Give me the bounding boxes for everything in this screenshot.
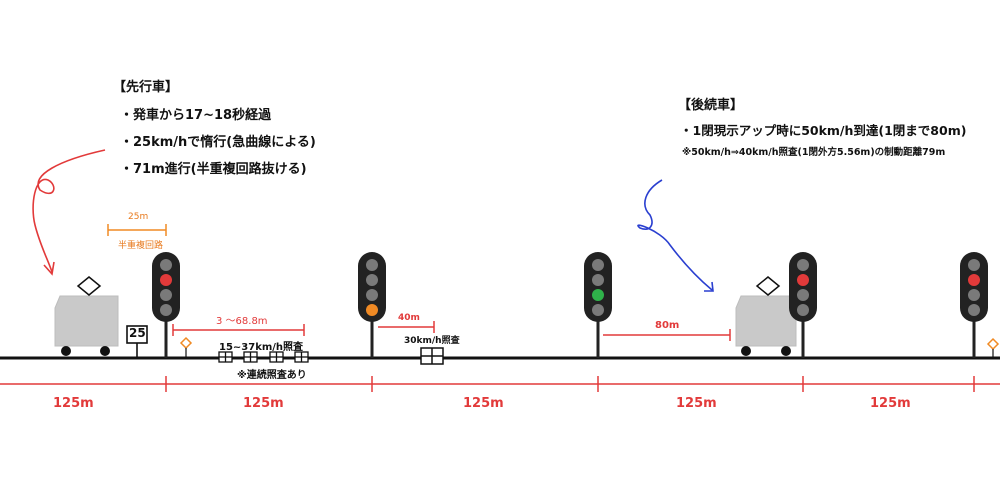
signal-2-lamp-3 (366, 289, 378, 301)
leading-train-arrow (32, 149, 106, 273)
leading-train-line-1: ・発車から17~18秒経過 (120, 108, 272, 123)
half-overlap-length: 25m (128, 212, 149, 222)
signal-4 (789, 252, 817, 358)
gap-80m-label: 80m (655, 320, 680, 331)
leading-train-title: 【先行車】 (113, 80, 179, 95)
leading-train-line-2: ・25km/hで惰行(急曲線による) (120, 135, 316, 150)
block-distance-3: 125m (463, 396, 504, 411)
block-distance-5: 125m (870, 396, 911, 411)
marker-2 (986, 337, 1000, 351)
check-30-label: 30km/h照査 (404, 336, 460, 346)
signal-5-lamp-2 (968, 274, 980, 286)
signal-5-lamp-1 (968, 259, 980, 271)
continuous-check-range (172, 324, 305, 336)
speed-limit-value: 25 (129, 326, 146, 340)
signal-1-lamp-3 (160, 289, 172, 301)
continuous-range-label: 3 ～68.8m (216, 316, 268, 327)
signal-4-body (789, 252, 817, 322)
signal-5-lamp-4 (968, 304, 980, 316)
block-distance-2: 125m (243, 396, 284, 411)
leading-train-arrowhead (43, 261, 55, 276)
following-train-line: ・1閉現示アップ時に50km/h到達(1閉まで80m) (680, 123, 967, 138)
range-80m (603, 329, 731, 341)
signal-1-lamp-2 (160, 274, 172, 286)
block-distance-1: 125m (53, 396, 94, 411)
continuous-check-label: 15~37km/h照査 (219, 342, 304, 353)
signal-3-lamp-2 (592, 274, 604, 286)
following-train-arrow (637, 179, 713, 291)
signal-1-body (152, 252, 180, 322)
signal-2 (358, 252, 386, 358)
signal-2-lamp-2 (366, 274, 378, 286)
signal-2-body (358, 252, 386, 322)
signal-4-lamp-1 (797, 259, 809, 271)
leading-train-line-3: ・71m進行(半重複回路抜ける) (120, 162, 307, 177)
signal-4-lamp-4 (797, 304, 809, 316)
signal-3-lamp-4 (592, 304, 604, 316)
signal-4-lamp-3 (797, 289, 809, 301)
signal-3-lamp-1 (592, 259, 604, 271)
block-distance-4: 125m (676, 396, 717, 411)
signal-5 (960, 252, 988, 358)
signal-3 (584, 252, 612, 358)
signal-1-lamp-4 (160, 304, 172, 316)
following-train-arrowhead (704, 281, 714, 292)
half-overlap-label: 半重複回路 (118, 241, 164, 251)
signal-5-body (960, 252, 988, 322)
signal-2-lamp-1 (366, 259, 378, 271)
signal-5-lamp-3 (968, 289, 980, 301)
signal-1-lamp-1 (160, 259, 172, 271)
following-train-note: ※50km/h⇒40km/h照査(1閉外方5.56m)の制動距離79m (682, 147, 946, 158)
continuous-check-note: ※連続照査あり (237, 370, 307, 381)
beacon-30 (420, 347, 444, 365)
signal-3-lamp-3 (592, 289, 604, 301)
speed-limit-sign (126, 325, 148, 358)
range-40m (378, 321, 435, 333)
range-40m-label: 40m (398, 313, 420, 323)
signal-1 (152, 252, 180, 358)
signal-3-body (584, 252, 612, 322)
signal-2-lamp-4 (366, 304, 378, 316)
following-train-title: 【後続車】 (678, 98, 744, 113)
continuous-beacons (218, 351, 309, 363)
following-train (735, 276, 797, 356)
half-overlap-bracket (107, 224, 167, 236)
signal-4-lamp-2 (797, 274, 809, 286)
leading-train (54, 276, 119, 356)
marker-1 (179, 336, 193, 350)
